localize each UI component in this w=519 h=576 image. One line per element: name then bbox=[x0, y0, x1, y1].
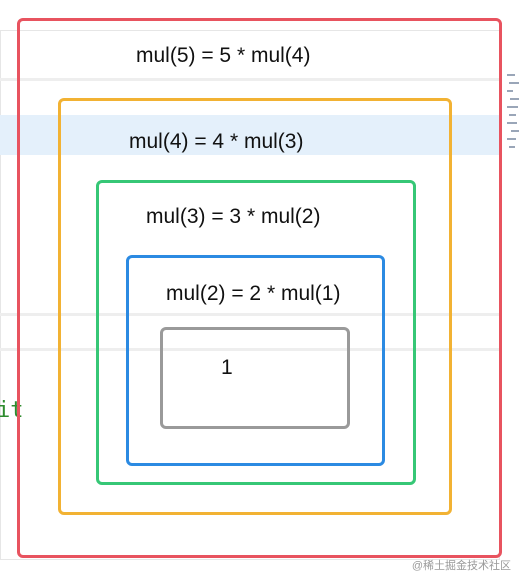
background-divider bbox=[0, 313, 500, 316]
editor-minimap bbox=[505, 70, 519, 160]
recursion-label-base-case: 1 bbox=[221, 356, 233, 379]
watermark: @稀土掘金技术社区 bbox=[411, 560, 511, 572]
recursion-label-mul3: mul(3) = 3 * mul(2) bbox=[146, 205, 321, 228]
recursion-label-mul5: mul(5) = 5 * mul(4) bbox=[136, 44, 311, 67]
recursion-box-mul3 bbox=[96, 180, 416, 485]
recursion-box-mul5 bbox=[17, 18, 502, 558]
recursion-label-mul4: mul(4) = 4 * mul(3) bbox=[129, 130, 304, 153]
recursion-label-mul2: mul(2) = 2 * mul(1) bbox=[166, 282, 341, 305]
recursion-box-mul2 bbox=[126, 255, 385, 466]
background-divider bbox=[0, 78, 500, 81]
background-divider bbox=[0, 348, 500, 351]
recursion-box-base-case bbox=[160, 327, 350, 429]
recursion-box-mul4 bbox=[58, 98, 452, 515]
highlighted-line bbox=[0, 115, 500, 155]
